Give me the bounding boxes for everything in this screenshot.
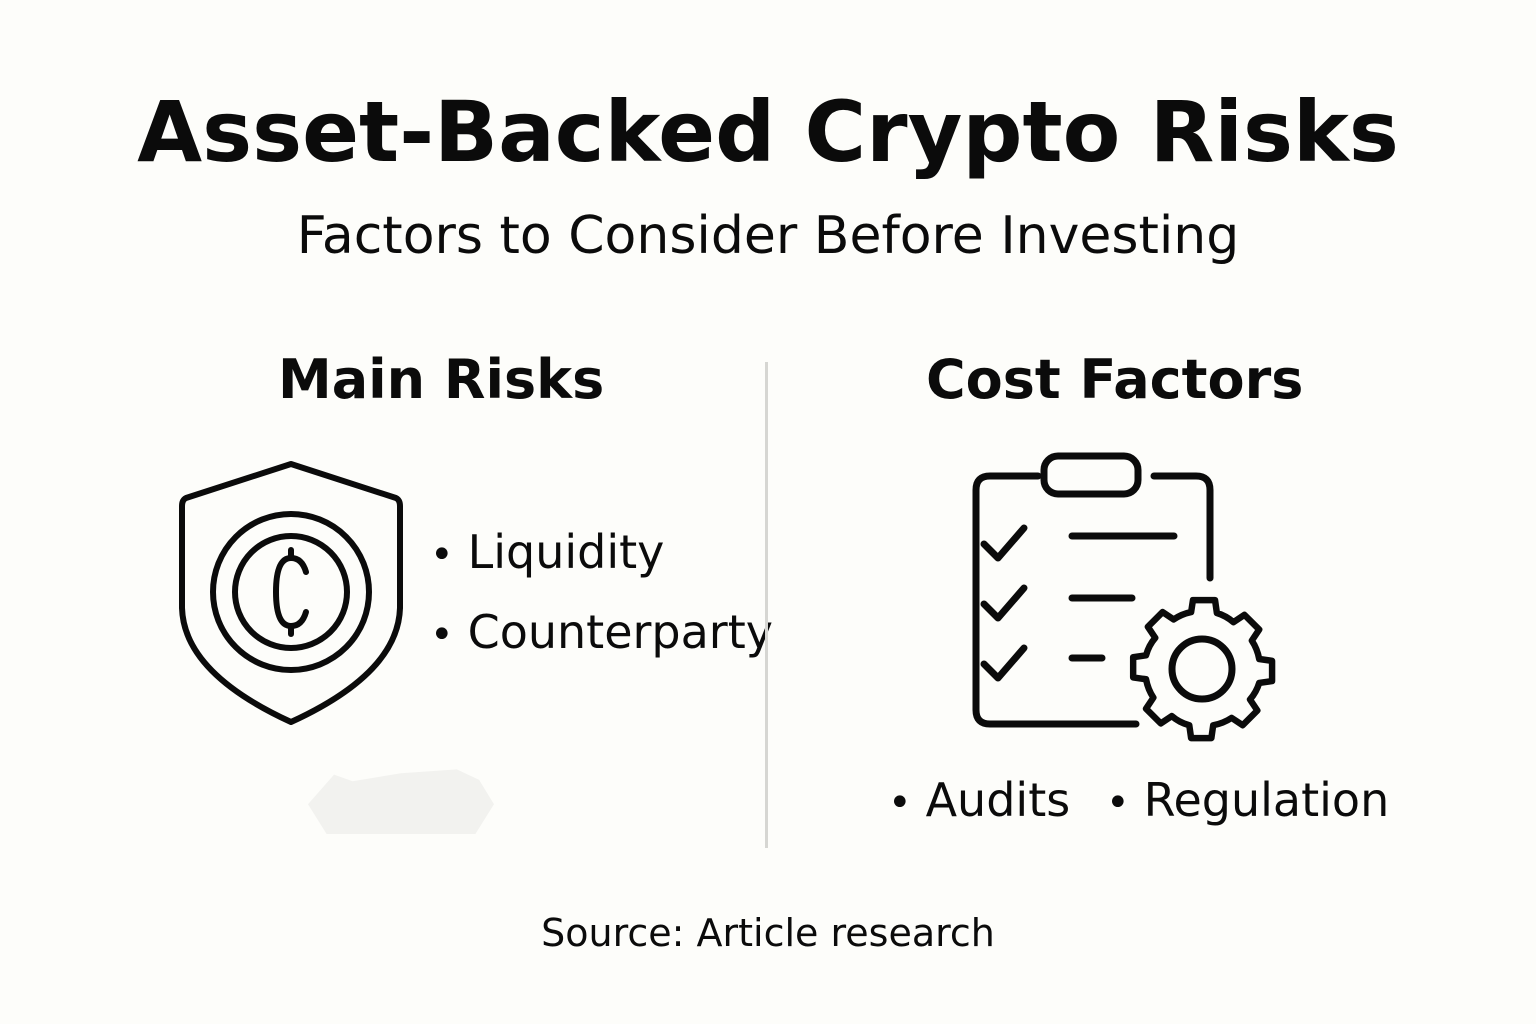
clipboard-checklist-gear-icon <box>968 448 1278 744</box>
shield-coin-icon <box>176 458 406 730</box>
source-caption: Source: Article research <box>541 911 995 955</box>
bullet-liquidity: •Liquidity <box>430 524 664 583</box>
cost-factors-heading: Cost Factors <box>926 348 1304 411</box>
main-risks-heading: Main Risks <box>278 348 605 411</box>
vertical-divider <box>765 362 768 848</box>
page-title: Asset-Backed Crypto Risks <box>137 83 1399 181</box>
bullet-counterparty: •Counterparty <box>430 604 773 663</box>
bullet-dot-icon: • <box>430 532 454 578</box>
faded-smudge <box>308 769 494 834</box>
bullet-dot-icon: • <box>888 780 912 826</box>
bullet-dot-icon: • <box>430 612 454 658</box>
bullet-audits: •Audits <box>888 772 1070 831</box>
bullet-dot-icon: • <box>1106 780 1130 826</box>
bullet-regulation: •Regulation <box>1106 772 1389 831</box>
page-subtitle: Factors to Consider Before Investing <box>296 206 1240 266</box>
